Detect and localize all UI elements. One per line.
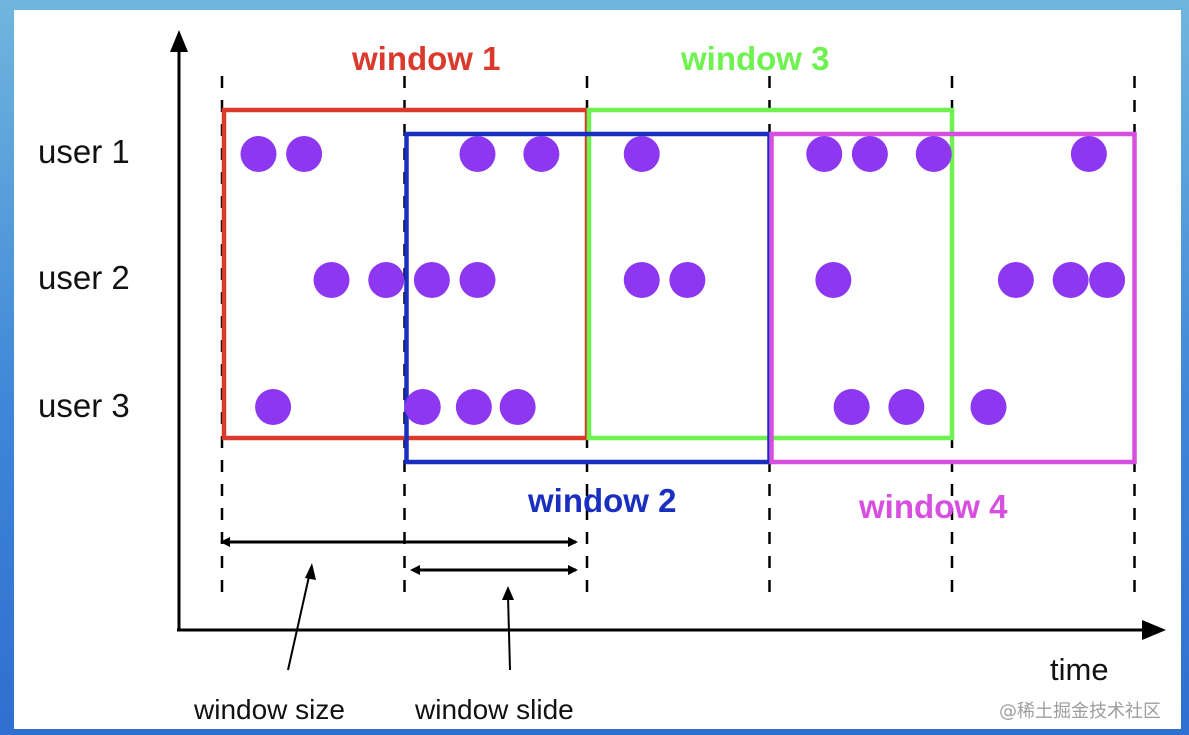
event-dot: [888, 389, 925, 425]
watermark: @稀土掘金技术社区: [999, 701, 1161, 722]
y-axis-arrow-icon: [170, 30, 188, 52]
x-axis-arrow-icon: [1142, 620, 1166, 640]
window-label-3: window 3: [680, 40, 830, 77]
event-dot: [1052, 262, 1089, 298]
event-dot: [255, 389, 292, 425]
event-dot: [970, 389, 1007, 425]
event-dot: [459, 262, 496, 298]
event-dot: [404, 389, 441, 425]
event-dot: [669, 262, 706, 298]
window-rects: [221, 107, 1137, 465]
event-dot: [459, 136, 496, 172]
event-dot: [815, 262, 852, 298]
window-size-label: window size: [193, 694, 345, 725]
window-label-2: window 2: [527, 482, 677, 519]
event-dot: [455, 389, 492, 425]
events: [240, 136, 1126, 425]
window-rect-4: [769, 131, 1137, 465]
event-dot: [851, 136, 888, 172]
sliding-window-diagram: window 1 window 3 window 2 window 4 user…: [38, 30, 1166, 725]
user-label-3: user 3: [38, 387, 130, 424]
window-label-1: window 1: [351, 40, 501, 77]
event-dot: [499, 389, 536, 425]
user-label-2: user 2: [38, 259, 130, 296]
time-axis-label: time: [1050, 652, 1109, 687]
event-dot: [413, 262, 450, 298]
event-dot: [915, 136, 952, 172]
window-slide-label: window slide: [414, 694, 574, 725]
event-dot: [286, 136, 323, 172]
event-dot: [833, 389, 870, 425]
user-label-1: user 1: [38, 133, 130, 170]
event-dot: [1089, 262, 1126, 298]
event-dot: [623, 262, 660, 298]
event-dot: [806, 136, 843, 172]
event-dot: [523, 136, 560, 172]
event-dot: [313, 262, 350, 298]
window-size-pointer: [287, 571, 311, 671]
event-dot: [623, 136, 660, 172]
event-dot: [368, 262, 405, 298]
window-size-pointer-head-icon: [305, 563, 316, 580]
window-slide-pointer-head-icon: [502, 586, 514, 600]
event-dot: [240, 136, 277, 172]
window-label-4: window 4: [858, 488, 1008, 525]
event-dot: [1070, 136, 1107, 172]
window-slide-pointer: [507, 595, 511, 671]
diagram-canvas: window 1 window 3 window 2 window 4 user…: [14, 10, 1181, 729]
time-boundaries: [220, 76, 1136, 598]
event-dot: [997, 262, 1034, 298]
